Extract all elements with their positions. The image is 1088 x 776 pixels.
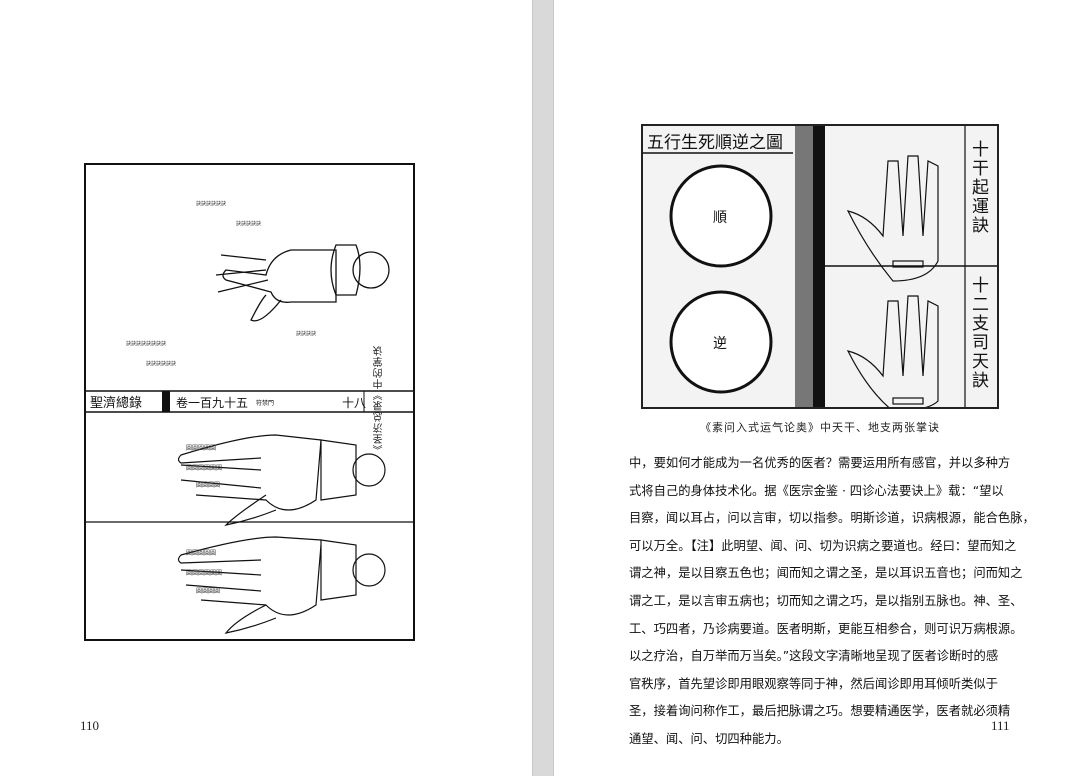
figure-caption: 《圣济总录》中的掌诀 bbox=[374, 345, 385, 455]
svg-text:訣訣訣訣訣訣訣訣: 訣訣訣訣訣訣訣訣 bbox=[126, 340, 166, 347]
body-line: 可以万全。【注】此明望、闻、问、切为识病之要道也。经曰：望而知之 bbox=[629, 538, 1017, 553]
body-line: 谓之神，是以目察五色也；闻而知之谓之圣，是以耳识五音也；问而知之 bbox=[629, 566, 1023, 581]
banner-leaf: 十八 bbox=[342, 396, 366, 410]
svg-text:訣訣訣訣: 訣訣訣訣 bbox=[296, 330, 316, 337]
banner-volume: 卷一百九十五 bbox=[176, 395, 248, 410]
banner-title: 聖濟總錄 bbox=[90, 395, 142, 411]
body-line: 以之疗治，自万举而万当矣。”这段文字清晰地呈现了医者诊断时的感 bbox=[629, 649, 999, 664]
hand-illustration-bottom bbox=[177, 536, 386, 634]
svg-text:圓圓圓圓圓圓: 圓圓圓圓圓圓 bbox=[186, 570, 222, 577]
circle-top-label: 順 bbox=[713, 210, 727, 226]
hand-illustration-top bbox=[846, 155, 939, 282]
body-line: 工、巧四者，乃诊病要道。医者明斯，更能互相参合，则可识万病根源。 bbox=[629, 621, 1023, 636]
wuxing-hand-diagrams-figure: 五行生死順逆之圖 順 逆 十干起運訣 十二支司天訣 bbox=[641, 124, 999, 412]
page-number: 111 bbox=[991, 718, 1010, 733]
circle-diagram-shun bbox=[669, 164, 773, 268]
body-line: 通望、闻、问、切四种能力。 bbox=[629, 731, 789, 746]
left-panel-title: 五行生死順逆之圖 bbox=[647, 133, 783, 153]
body-text: 中，要如何才能成为一名优秀的医者？需要运用所有感官，并以多种方 式将自己的身体技… bbox=[629, 450, 1035, 754]
hand-illustration-top bbox=[215, 244, 390, 322]
svg-text:訣訣訣訣訣訣: 訣訣訣訣訣訣 bbox=[196, 200, 226, 207]
body-line: 官秩序，首先望诊即用眼观察等同于神，然后闻诊即用耳倾听类似于 bbox=[629, 676, 998, 691]
svg-text:圓圓圓圓: 圓圓圓圓 bbox=[196, 482, 220, 489]
hand-illustration-middle bbox=[177, 434, 386, 526]
svg-text:訣訣訣訣訣: 訣訣訣訣訣 bbox=[236, 220, 261, 227]
circle-bottom-label: 逆 bbox=[713, 336, 727, 352]
svg-text:圓圓圓圓圓圓: 圓圓圓圓圓圓 bbox=[186, 465, 222, 472]
svg-text:圓圓圓圓圓: 圓圓圓圓圓 bbox=[186, 445, 216, 452]
figure-caption: 《素问入式运气论奥》中天干、地支两张掌诀 bbox=[700, 421, 940, 434]
svg-text:圓圓圓圓: 圓圓圓圓 bbox=[196, 588, 220, 595]
circle-diagram-ni bbox=[669, 290, 773, 394]
body-line: 中，要如何才能成为一名优秀的医者？需要运用所有感官，并以多种方 bbox=[629, 456, 1011, 470]
right-bottom-title: 十二支司天訣 bbox=[968, 276, 988, 390]
body-line: 谓之工，是以言审五病也；切而知之谓之巧，是以指别五脉也。神、圣、 bbox=[629, 593, 1023, 608]
woodblock-hand-diagrams-figure: 訣訣訣訣訣訣訣訣訣訣訣 訣訣訣訣訣訣訣訣訣訣訣訣訣訣 訣訣訣訣 聖濟總錄 卷一百… bbox=[84, 163, 415, 641]
svg-text:圓圓圓圓圓: 圓圓圓圓圓 bbox=[186, 550, 216, 557]
svg-text:訣訣訣訣訣訣: 訣訣訣訣訣訣 bbox=[146, 360, 176, 367]
right-top-title: 十干起運訣 bbox=[968, 140, 988, 235]
body-line: 圣，接着询问称作工，最后把脉谓之巧。想要精通医学，医者就必须精 bbox=[629, 704, 1011, 719]
banner-section: 符禁門 bbox=[256, 399, 274, 407]
body-line: 目察，闻以耳占，问以言审，切以指参。明斯诊道，识病根源，能合色脉， bbox=[629, 511, 1035, 526]
right-page: 五行生死順逆之圖 順 逆 十干起運訣 十二支司天訣 《素问入式运气论奥》中天干、… bbox=[553, 0, 1088, 776]
body-line: 式将自己的身体技术化。据《医宗金鉴 · 四诊心法要诀上》载：“望以 bbox=[629, 483, 1004, 498]
left-page: 訣訣訣訣訣訣訣訣訣訣訣 訣訣訣訣訣訣訣訣訣訣訣訣訣訣 訣訣訣訣 聖濟總錄 卷一百… bbox=[0, 0, 533, 776]
woodblock-illustration: 五行生死順逆之圖 順 逆 bbox=[643, 126, 997, 412]
hand-illustration-bottom bbox=[846, 295, 939, 412]
page-number: 110 bbox=[80, 718, 100, 733]
